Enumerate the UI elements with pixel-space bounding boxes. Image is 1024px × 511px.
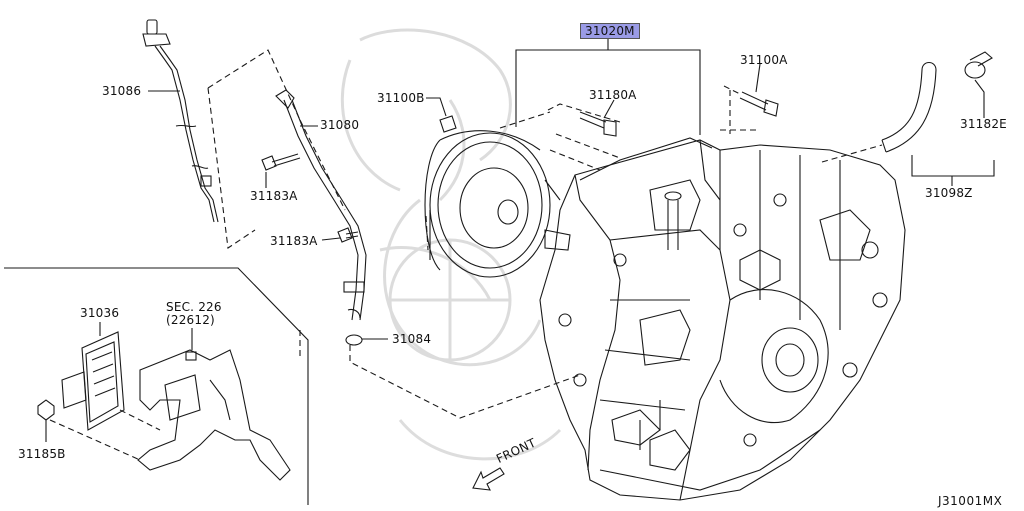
breather-hose-31098z (881, 61, 937, 153)
bracket-sec-226 (137, 349, 291, 481)
part-label-31183a-lower[interactable]: 31183A (270, 234, 318, 248)
diagram-code: J31001MX (938, 494, 1003, 508)
part-label-31180a[interactable]: 31180A (589, 88, 637, 102)
bolt-31183a-upper (261, 153, 301, 171)
dipstick-tube-31080 (275, 89, 367, 321)
transmission-case (539, 137, 906, 501)
section-ref-line1[interactable]: SEC. 226 (166, 300, 222, 314)
part-label-31098z[interactable]: 31098Z (925, 186, 973, 200)
part-label-31020m[interactable]: 31020M (580, 23, 640, 39)
part-label-31100a[interactable]: 31100A (740, 53, 788, 67)
part-label-31100b[interactable]: 31100B (377, 91, 425, 105)
part-label-31182e[interactable]: 31182E (960, 117, 1007, 131)
part-label-31086[interactable]: 31086 (102, 84, 142, 98)
bolt-31100b (439, 115, 457, 133)
dipstick-31086 (142, 19, 219, 223)
nut-31185b (37, 399, 55, 421)
bolt-31183a-lower (337, 227, 359, 243)
part-label-31080[interactable]: 31080 (320, 118, 360, 132)
part-label-31084[interactable]: 31084 (392, 332, 432, 346)
torque-converter (424, 130, 561, 278)
watermark-emblem (340, 28, 562, 461)
inset-frame (4, 267, 309, 505)
part-label-31185b[interactable]: 31185B (18, 447, 66, 461)
bolt-31180a (579, 111, 617, 137)
bolt-31100a (739, 91, 779, 117)
part-label-31183a-upper[interactable]: 31183A (250, 189, 298, 203)
o-ring-31084 (345, 334, 363, 346)
section-ref-line2: (22612) (166, 313, 215, 327)
clamp-31182e (964, 51, 993, 79)
tcm-module-31036 (61, 331, 125, 431)
part-label-31036[interactable]: 31036 (80, 306, 120, 320)
front-arrow-icon (472, 467, 505, 491)
